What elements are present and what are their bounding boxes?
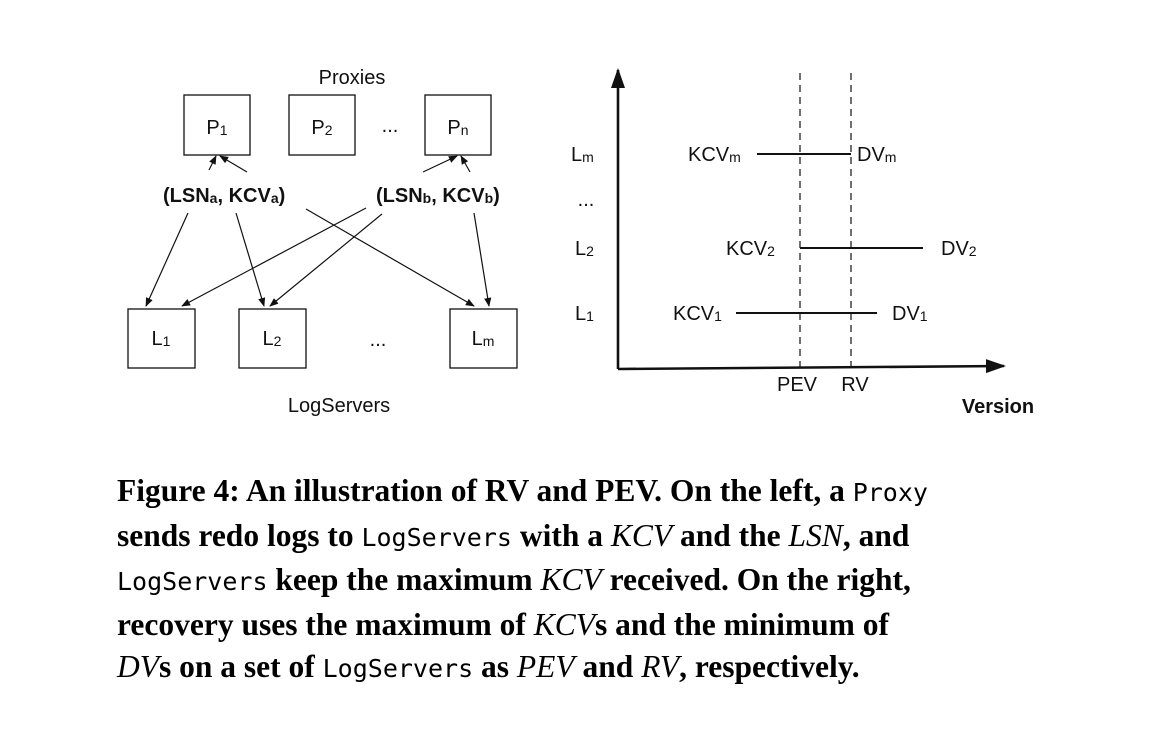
- logserver-box-m: [449, 308, 518, 369]
- caption-line-5: DVs on a set of LogServers as PEV and RV…: [117, 649, 860, 684]
- dv-label-2: DV2: [941, 238, 977, 260]
- caption-line-4: recovery uses the maximum of KCVs and th…: [117, 606, 890, 642]
- pev-label: PEV: [777, 374, 818, 396]
- arrow-pair-a-to-l2: [235, 212, 266, 307]
- caption-line-2: sends redo logs to LogServers with a KCV…: [117, 517, 910, 553]
- arrow-pair-a-to-p1-left: [208, 155, 217, 171]
- kcv-label-2: KCV2: [726, 238, 775, 260]
- proxy-box-n: [424, 94, 492, 156]
- figure-caption: Figure 4: An illustration of RV and PEV.…: [117, 470, 1077, 691]
- dv-label-1: DV1: [892, 303, 928, 325]
- proxy-label-n: Pn: [447, 117, 468, 139]
- dv-label-m: DVm: [857, 144, 896, 166]
- row-label-l1: L1: [575, 303, 594, 325]
- logserver-label-m: Lm: [472, 328, 495, 350]
- arrow-pair-b-to-lm: [473, 212, 492, 307]
- kcv-label-1: KCV1: [673, 303, 722, 325]
- x-axis-label: Version: [962, 396, 1034, 418]
- arrow-pair-b-to-l1: [181, 207, 367, 307]
- rv-label: RV: [841, 374, 869, 396]
- arrow-pair-b-to-pn-left: [422, 155, 458, 173]
- proxy-label-2: P2: [311, 117, 332, 139]
- pair-a-label: (LSNa, KCVa): [163, 185, 285, 207]
- proxy-label-1: P1: [206, 117, 227, 139]
- logserver-label-2: L2: [263, 328, 282, 350]
- proxy-ellipsis: ...: [382, 115, 399, 137]
- caption-line-1: Figure 4: An illustration of RV and PEV.…: [117, 473, 928, 508]
- arrow-pair-a-to-p1-right: [219, 155, 248, 173]
- proxies-label: Proxies: [319, 67, 386, 89]
- arrow-pair-b-to-l2: [269, 213, 383, 307]
- pair-b-label: (LSNb, KCVb): [376, 185, 500, 207]
- proxy-box-1: [183, 94, 251, 156]
- logserver-box-1: [127, 308, 196, 369]
- arrow-pair-b-to-pn-right: [460, 155, 471, 173]
- logservers-label: LogServers: [288, 395, 390, 417]
- proxy-box-2: [288, 94, 356, 156]
- row-label-l2: L2: [575, 238, 594, 260]
- arrow-pair-a-to-lm: [305, 208, 475, 307]
- row-label-lm: Lm: [571, 144, 594, 166]
- logserver-ellipsis: ...: [370, 329, 387, 351]
- row-ellipsis: ...: [578, 189, 595, 211]
- caption-line-3: LogServers keep the maximum KCV received…: [117, 562, 911, 597]
- logserver-box-2: [238, 308, 307, 369]
- kcv-label-m: KCVm: [688, 144, 741, 166]
- logserver-label-1: L1: [152, 328, 171, 350]
- figure-diagram: Proxies P1 P2 Pn ... (LSNa, KCVa) (LSNb,…: [127, 67, 1034, 418]
- x-axis: [617, 359, 1006, 374]
- arrow-pair-a-to-l1: [145, 212, 189, 307]
